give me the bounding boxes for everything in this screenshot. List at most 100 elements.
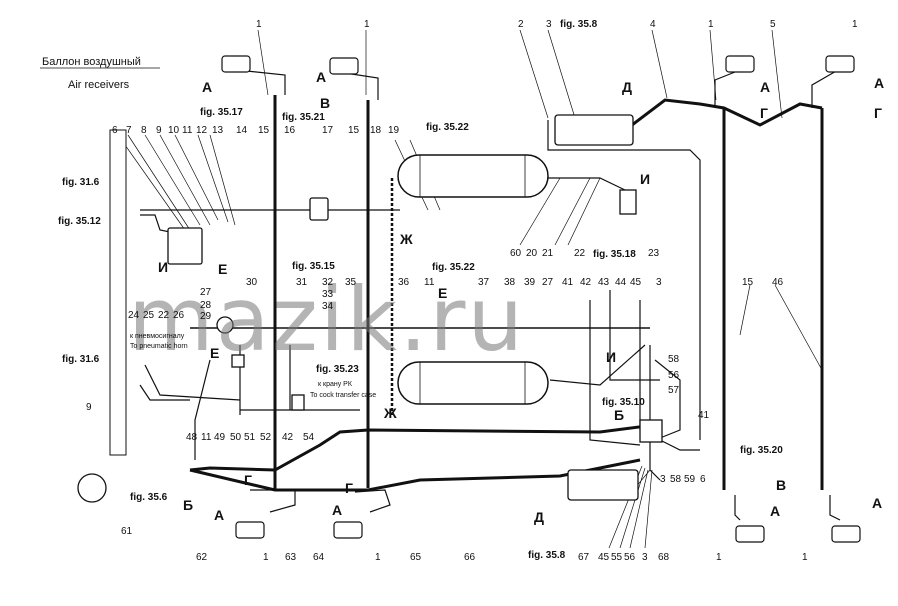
note-pneumo-en: To pneumatic horn: [130, 343, 188, 350]
callout-number: 11: [182, 125, 193, 136]
receiver-title-ru: Баллон воздушный: [42, 56, 141, 68]
callout-number: 29: [200, 311, 212, 322]
callout-number: 13: [212, 125, 224, 136]
callout-number: 32: [322, 277, 334, 288]
marker-letter: А: [332, 502, 342, 518]
callout-number: 5: [770, 19, 776, 30]
fig-reference: fig. 35.20: [740, 445, 783, 456]
callout-number: 27: [200, 287, 212, 298]
marker-letter: В: [776, 477, 786, 493]
callout-number: 55: [611, 552, 623, 563]
marker-letter: Г: [874, 105, 882, 121]
callout-number: 21: [542, 248, 554, 259]
callout-number: 4: [650, 19, 656, 30]
pipe-lines: [40, 29, 841, 549]
marker-letter: Г: [244, 472, 252, 488]
callout-number: 58: [670, 474, 682, 485]
fig-reference: fig. 31.6: [62, 354, 100, 365]
callout-number: 16: [284, 125, 296, 136]
valve-blocks: [77, 114, 663, 503]
marker-letter: А: [760, 79, 770, 95]
callout-number: 36: [398, 277, 410, 288]
marker-letter: А: [214, 507, 224, 523]
callout-number: 39: [524, 277, 536, 288]
callout-number: 57: [668, 385, 680, 396]
marker-letter: Д: [534, 509, 544, 525]
marker-letter: А: [872, 495, 882, 511]
callout-number: 30: [246, 277, 258, 288]
callout-number: 8: [141, 125, 147, 136]
callout-number: 22: [158, 310, 170, 321]
marker-letter: Ж: [383, 405, 397, 421]
callout-number: 44: [615, 277, 627, 288]
callout-number: 56: [624, 552, 636, 563]
marker-letter: В: [320, 95, 330, 111]
callout-number: 42: [580, 277, 592, 288]
callout-number: 65: [410, 552, 422, 563]
callout-number: 46: [772, 277, 784, 288]
receiver-title-en: Air receivers: [68, 79, 130, 91]
fig-reference: fig. 35.22: [432, 262, 475, 273]
watermark: mazik.ru: [128, 268, 525, 371]
callout-number: 31: [296, 277, 308, 288]
callout-number: 51: [244, 432, 256, 443]
labels-static: Баллон воздушный Air receivers к пневмос…: [42, 56, 376, 399]
callout-number: 45: [630, 277, 642, 288]
callout-number: 27: [542, 277, 554, 288]
callout-number: 42: [282, 432, 294, 443]
callout-number: 60: [510, 248, 522, 259]
note-crane-ru: к крану РК: [318, 381, 353, 388]
callout-number: 62: [196, 552, 208, 563]
note-crane-en: To cock transfer case: [310, 392, 376, 399]
callout-number: 45: [598, 552, 610, 563]
marker-letter: И: [606, 349, 616, 365]
callout-number: 68: [658, 552, 670, 563]
fig-reference: fig. 35.18: [593, 249, 636, 260]
callout-number: 1: [716, 552, 722, 563]
callout-number: 66: [464, 552, 476, 563]
callout-number: 11: [201, 432, 212, 443]
marker-letter: Е: [438, 285, 447, 301]
callout-number: 15: [258, 125, 270, 136]
callout-number: 10: [168, 125, 180, 136]
air-receiver-lower: [397, 361, 549, 405]
callout-number: 3: [660, 474, 666, 485]
marker-letter: Ж: [399, 231, 413, 247]
fig-reference: fig. 35.23: [316, 364, 359, 375]
callout-number: 37: [478, 277, 490, 288]
callout-number: 20: [526, 248, 538, 259]
note-pneumo-ru: к пневмосигналу: [130, 333, 185, 340]
fig-reference: fig. 35.17: [200, 107, 243, 118]
callout-number: 63: [285, 552, 297, 563]
callout-number: 17: [322, 125, 334, 136]
callout-number: 58: [668, 354, 680, 365]
marker-letter: А: [874, 75, 884, 91]
callout-number: 1: [256, 19, 262, 30]
fig-reference: fig. 35.15: [292, 261, 335, 272]
figure-references: fig. 35.8 fig. 35.17 fig. 35.21 fig. 35.…: [58, 19, 783, 561]
callout-number: 1: [708, 19, 714, 30]
callout-number: 61: [121, 526, 133, 537]
fig-reference: fig. 35.8: [560, 19, 598, 30]
callout-number: 50: [230, 432, 242, 443]
fig-reference: fig. 35.10: [602, 397, 645, 408]
callout-number: 6: [700, 474, 706, 485]
marker-letter: А: [202, 79, 212, 95]
callout-number: 43: [598, 277, 610, 288]
callout-number: 12: [196, 125, 208, 136]
callout-number: 1: [375, 552, 381, 563]
callout-number: 2: [518, 19, 524, 30]
callout-number: 3: [642, 552, 648, 563]
callout-number: 67: [578, 552, 590, 563]
fig-reference: fig. 35.8: [528, 550, 566, 561]
callout-number: 24: [128, 310, 140, 321]
callout-number: 3: [656, 277, 662, 288]
callout-number: 64: [313, 552, 325, 563]
callout-number: 15: [742, 277, 754, 288]
callout-number: 15: [348, 125, 360, 136]
callout-number: 23: [648, 248, 660, 259]
air-receiver-upper: [397, 154, 549, 198]
callout-number: 34: [322, 301, 334, 312]
callout-number: 18: [370, 125, 382, 136]
